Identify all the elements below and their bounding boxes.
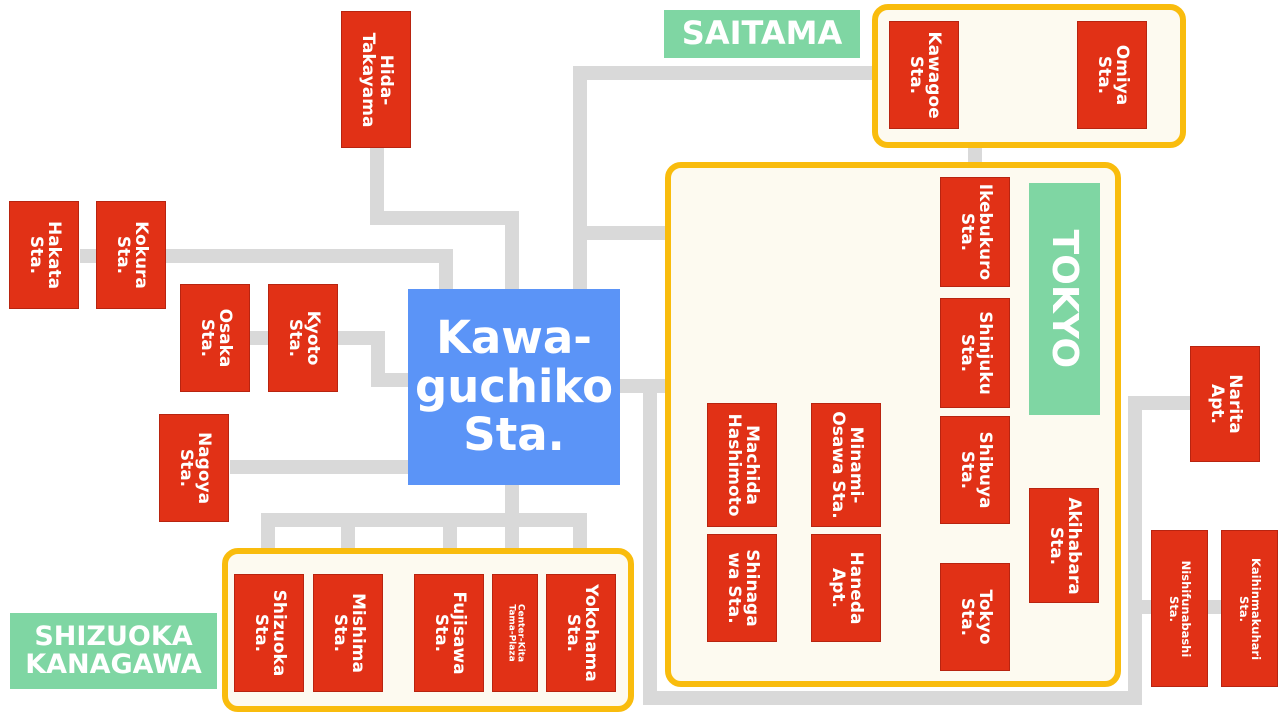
line-kokura	[165, 249, 453, 290]
station-label: Shinjuku Sta.	[957, 311, 995, 395]
line-kyoto	[338, 331, 410, 387]
station-label: Kaihinmakuhari Sta.	[1236, 557, 1263, 660]
station-label: Shibuya Sta.	[957, 431, 995, 509]
station-label: Narita Apt.	[1207, 374, 1245, 434]
station-akihabara[interactable]: Akihabara Sta.	[1029, 488, 1099, 603]
station-label: Fujisawa Sta.	[431, 591, 469, 675]
station-label: Kyoto Sta.	[285, 310, 323, 366]
station-label: Kawagoe Sta.	[906, 31, 944, 119]
station-hida-takayama[interactable]: Hida- Takayama	[341, 11, 411, 148]
station-label: Mishima Sta.	[330, 593, 368, 673]
station-machida-hashimoto[interactable]: Machida Hashimoto	[707, 403, 777, 527]
station-osaka[interactable]: Osaka Sta.	[180, 284, 250, 392]
region-label-tokyo: TOKYO	[1029, 183, 1100, 415]
region-label-shizuoka-kanagawa: SHIZUOKA KANAGAWA	[10, 613, 217, 689]
station-kaihinmakuhari[interactable]: Kaihinmakuhari Sta.	[1221, 530, 1278, 687]
station-shinagawa[interactable]: Shinaga wa Sta.	[707, 534, 777, 642]
station-fujisawa[interactable]: Fujisawa Sta.	[414, 574, 484, 692]
hub-kawaguchiko-station[interactable]: Kawa- guchiko Sta.	[408, 289, 620, 485]
station-tokyo[interactable]: Tokyo Sta.	[940, 563, 1010, 671]
station-label: Tokyo Sta.	[957, 589, 995, 645]
station-ikebukuro[interactable]: Ikebukuro Sta.	[940, 177, 1010, 287]
station-label: Hakata Sta.	[26, 220, 64, 290]
region-label-saitama: SAITAMA	[664, 10, 860, 58]
station-nishifunabashi[interactable]: Nishifunabashi Sta.	[1151, 530, 1208, 687]
line-outer-loop	[643, 386, 1190, 705]
station-minami-osawa[interactable]: Minami- Osawa Sta.	[811, 403, 881, 527]
station-label: Shizuoka Sta.	[251, 589, 289, 677]
station-label: Akihabara Sta.	[1046, 496, 1084, 595]
station-shizuoka[interactable]: Shizuoka Sta.	[234, 574, 304, 692]
station-label: Omiya Sta.	[1094, 44, 1132, 106]
line-south-bar	[261, 513, 587, 574]
station-haneda-airport[interactable]: Haneda Apt.	[811, 534, 881, 642]
station-shinjuku[interactable]: Shinjuku Sta.	[940, 298, 1010, 408]
station-label: Haneda Apt.	[828, 551, 866, 625]
station-label: Hida- Takayama	[358, 32, 396, 127]
station-kokura[interactable]: Kokura Sta.	[96, 201, 166, 309]
station-label: Nagoya Sta.	[176, 431, 214, 505]
station-center-kita-tama-plaza[interactable]: Center-Kita Tama-Plaza	[492, 574, 538, 692]
station-narita-airport[interactable]: Narita Apt.	[1190, 346, 1260, 462]
station-label: Minami- Osawa Sta.	[828, 411, 866, 519]
station-label: Machida Hashimoto	[724, 413, 762, 517]
region-label-tokyo-text: TOKYO	[1044, 229, 1086, 369]
station-label: Ikebukuro Sta.	[957, 183, 995, 281]
station-shibuya[interactable]: Shibuya Sta.	[940, 416, 1010, 524]
station-nagoya[interactable]: Nagoya Sta.	[159, 414, 229, 522]
line-kawagoe	[573, 66, 890, 290]
station-label: Nishifunabashi Sta.	[1166, 560, 1193, 657]
station-yokohama[interactable]: Yokohama Sta.	[546, 574, 616, 692]
station-kawagoe[interactable]: Kawagoe Sta.	[889, 21, 959, 129]
station-label: Center-Kita Tama-Plaza	[506, 603, 526, 663]
station-label: Kokura Sta.	[113, 221, 151, 289]
station-kyoto[interactable]: Kyoto Sta.	[268, 284, 338, 392]
station-hakata[interactable]: Hakata Sta.	[9, 201, 79, 309]
station-label: Osaka Sta.	[197, 308, 235, 368]
station-mishima[interactable]: Mishima Sta.	[313, 574, 383, 692]
station-label: Yokohama Sta.	[563, 584, 601, 682]
line-hida	[370, 148, 519, 290]
station-omiya[interactable]: Omiya Sta.	[1077, 21, 1147, 129]
station-label: Shinaga wa Sta.	[724, 549, 762, 627]
